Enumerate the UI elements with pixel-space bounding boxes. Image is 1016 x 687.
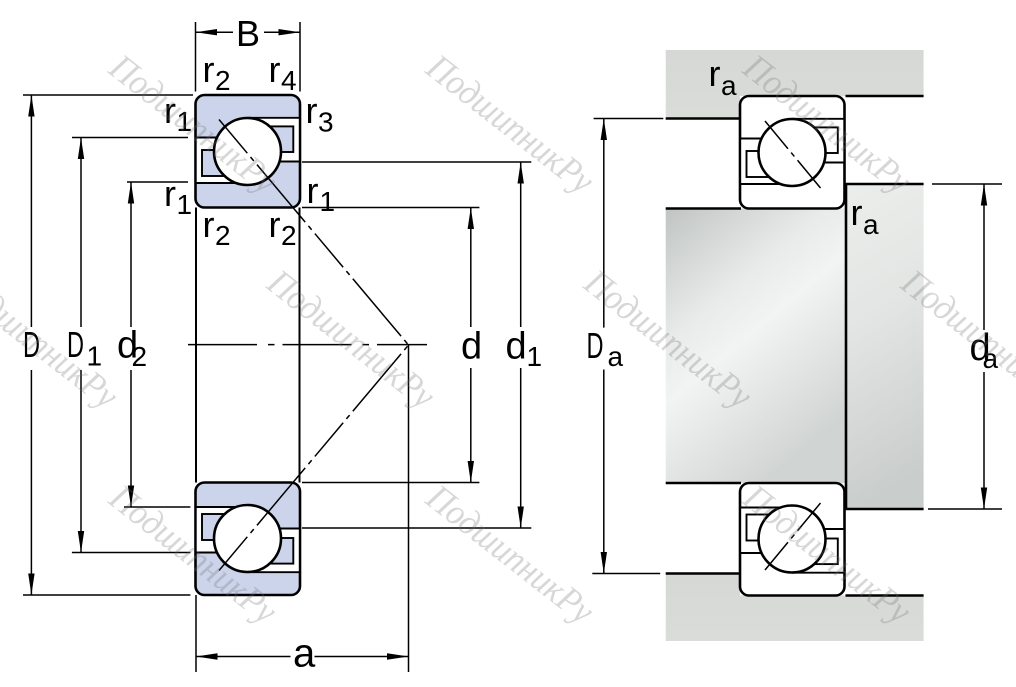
svg-text:r: r: [203, 204, 215, 245]
svg-text:r: r: [269, 204, 281, 245]
svg-text:d: d: [117, 325, 138, 367]
svg-text:a: a: [863, 209, 879, 240]
svg-text:d: d: [461, 326, 482, 368]
svg-text:2: 2: [132, 341, 148, 372]
svg-text:r: r: [307, 170, 319, 211]
svg-text:r: r: [851, 192, 863, 233]
svg-text:3: 3: [318, 107, 334, 138]
svg-text:r: r: [306, 90, 318, 131]
svg-text:1: 1: [177, 106, 193, 137]
svg-text:r: r: [203, 49, 215, 90]
svg-text:2: 2: [215, 65, 231, 96]
svg-text:d: d: [506, 326, 527, 368]
svg-text:a: a: [293, 632, 316, 676]
svg-text:r: r: [164, 90, 176, 131]
svg-text:2: 2: [281, 220, 297, 251]
svg-text:d: d: [970, 327, 991, 369]
svg-text:r: r: [164, 173, 176, 214]
svg-text:1: 1: [320, 186, 336, 217]
svg-text:a: a: [608, 341, 624, 372]
svg-text:2: 2: [215, 220, 231, 251]
svg-text:1: 1: [87, 341, 103, 372]
svg-text:4: 4: [281, 65, 297, 96]
svg-text:D: D: [23, 324, 40, 365]
svg-text:r: r: [709, 53, 721, 94]
svg-text:r: r: [269, 49, 281, 90]
svg-text:1: 1: [177, 189, 193, 220]
svg-text:D: D: [67, 324, 84, 365]
svg-text:1: 1: [527, 341, 543, 372]
svg-text:a: a: [983, 343, 999, 374]
svg-text:a: a: [721, 70, 737, 101]
svg-text:D: D: [587, 325, 604, 366]
svg-text:B: B: [236, 13, 260, 54]
